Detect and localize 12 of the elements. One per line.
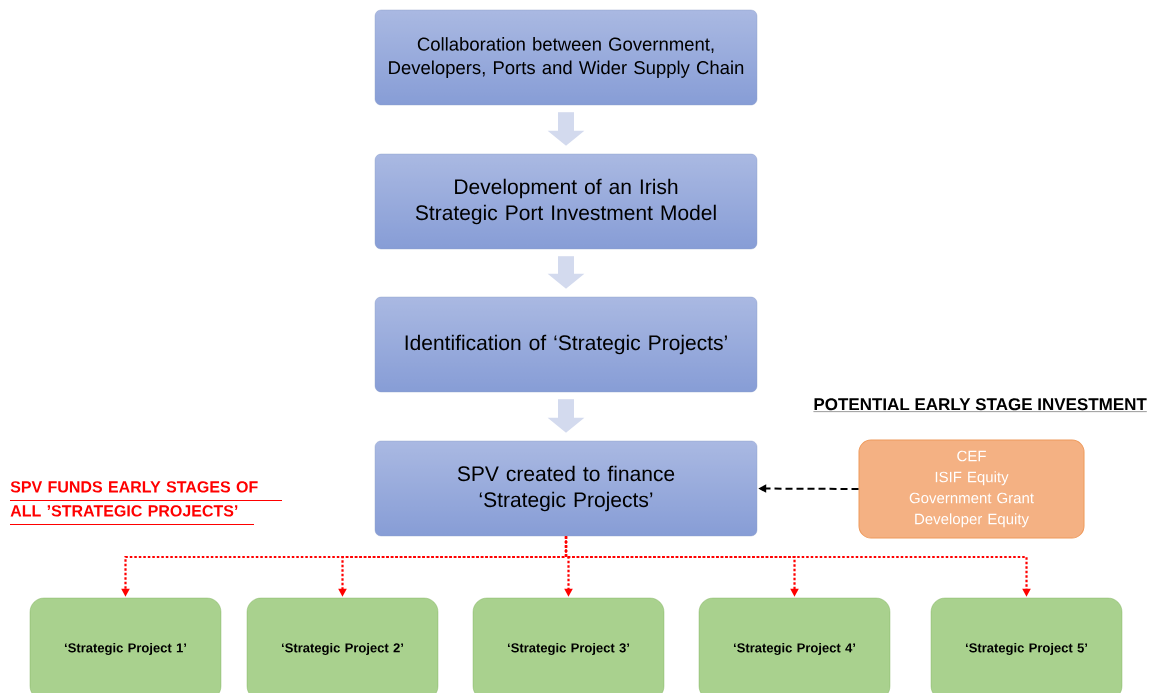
process-box: Development of an Irish Strategic Port Investment Model bbox=[374, 153, 758, 250]
process-box: Collaboration between Government, Developers, Ports and Wider Supply Chain bbox=[374, 9, 758, 106]
project-box: ‘Strategic Project 3’ bbox=[472, 597, 665, 693]
note: SPV FUNDS EARLY STAGES OF ALL ’STRATEGIC PROJECTS’ bbox=[9, 481, 283, 525]
funding-box: CEF ISIF Equity Government Grant Developer Equity bbox=[858, 439, 1085, 539]
process-box: Identification of ‘Strategic Projects’ bbox=[374, 296, 758, 393]
project-box: ‘Strategic Project 4’ bbox=[698, 597, 891, 693]
process-box: SPV created to finance ‘Strategic Projects’ bbox=[374, 440, 758, 537]
project-box: ‘Strategic Project 5’ bbox=[930, 597, 1123, 693]
project-box: ‘Strategic Project 1’ bbox=[29, 597, 222, 693]
heading: POTENTIAL EARLY STAGE INVESTMENT bbox=[813, 398, 1147, 412]
project-box: ‘Strategic Project 2’ bbox=[246, 597, 439, 693]
